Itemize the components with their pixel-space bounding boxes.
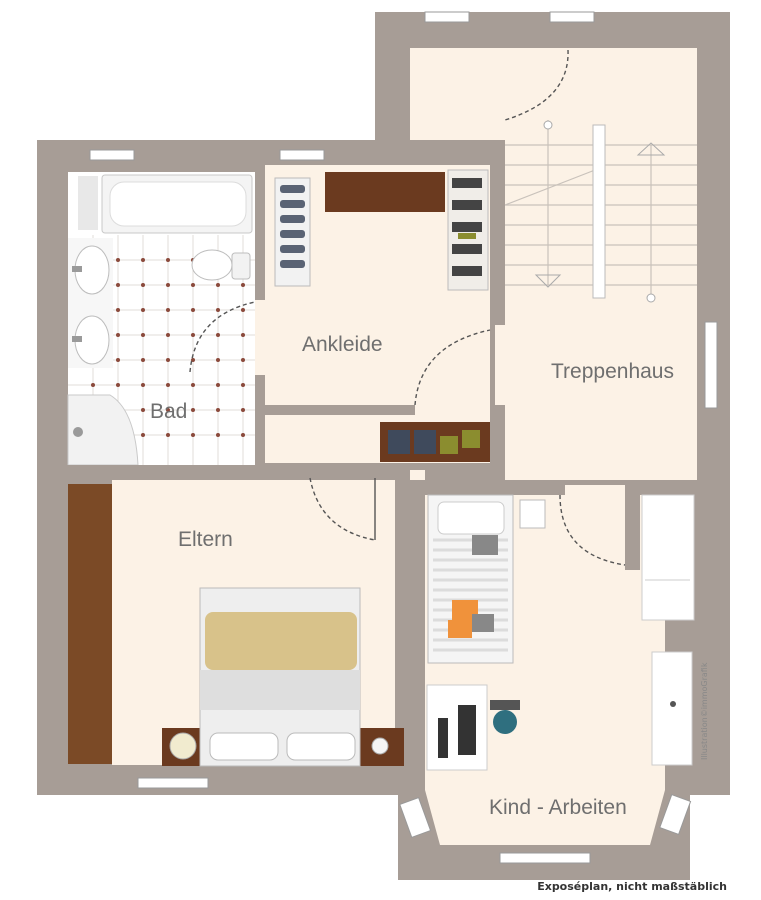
desk-icon bbox=[426, 684, 520, 771]
plan-caption: Exposéplan, nicht maßstäblich bbox=[537, 880, 727, 893]
stair-door-icon bbox=[504, 49, 626, 566]
child-bed-icon bbox=[427, 494, 546, 664]
room-label-ankleide: Ankleide bbox=[302, 333, 383, 356]
bed-icon bbox=[162, 587, 404, 767]
room-label-bad: Bad bbox=[150, 400, 188, 423]
stair-rail-icon bbox=[534, 120, 666, 303]
ankleide-door-icon bbox=[309, 329, 491, 541]
bench-icon bbox=[380, 422, 490, 462]
room-label-eltern: Eltern bbox=[178, 528, 233, 551]
wardrobe-icon bbox=[325, 169, 489, 291]
cabinet-icon bbox=[641, 494, 695, 766]
interior-walls bbox=[37, 140, 697, 770]
room-label-treppenhaus: Treppenhaus bbox=[551, 360, 674, 383]
toilet-icon bbox=[191, 249, 251, 281]
shower-icon bbox=[67, 394, 139, 466]
room-label-kind-arbeiten: Kind - Arbeiten bbox=[489, 796, 627, 819]
bath-door-icon bbox=[189, 301, 256, 373]
shoe-rack-icon bbox=[274, 177, 311, 287]
double-sink-icon bbox=[68, 238, 113, 368]
illustration-credit: Illustration©immoGrafik bbox=[700, 662, 709, 760]
bathtub-icon bbox=[68, 172, 255, 235]
windows bbox=[89, 11, 718, 864]
closet-icon bbox=[68, 484, 112, 764]
